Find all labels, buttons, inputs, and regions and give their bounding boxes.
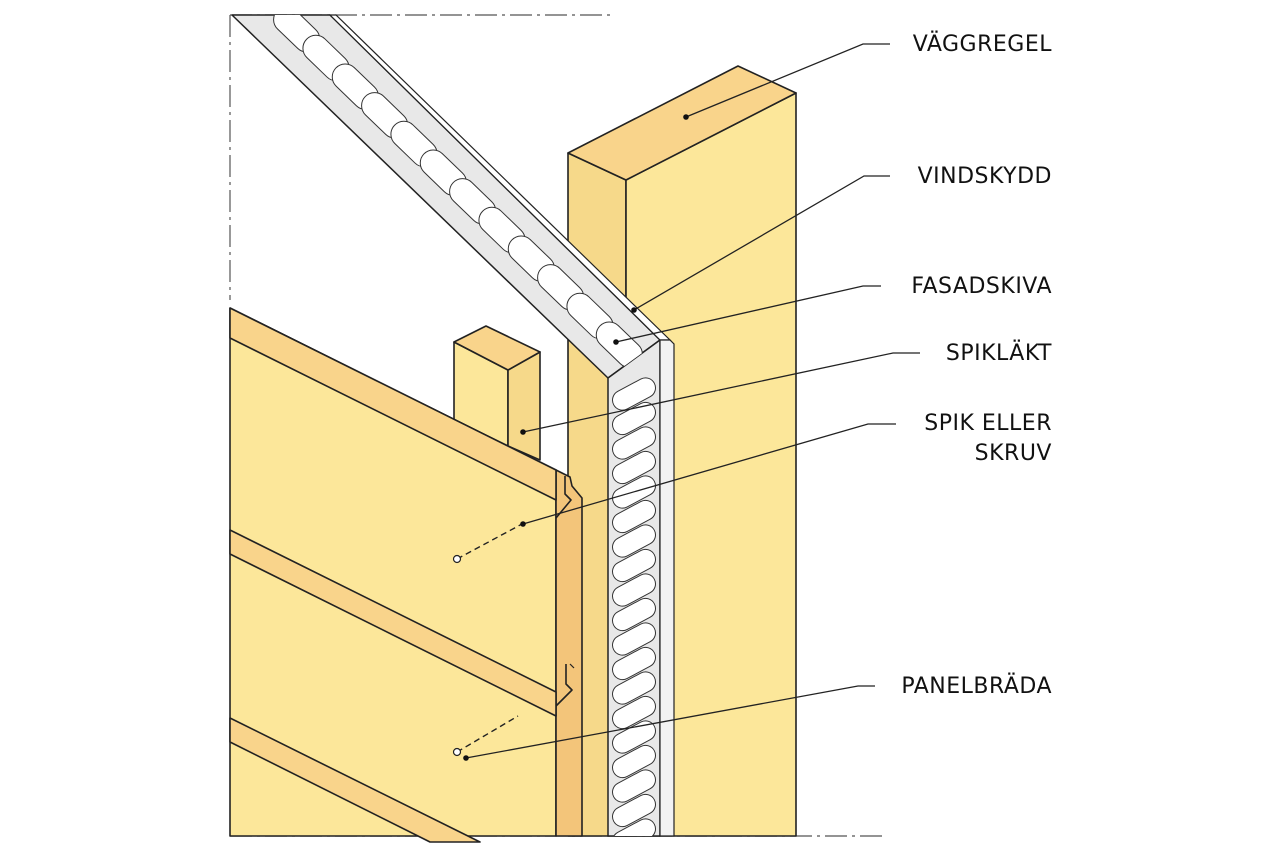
- leader-vaggregel: [685, 43, 890, 118]
- insulation-cell: [612, 426, 656, 460]
- cladding-groove-2: [229, 717, 481, 843]
- tongue-groove-profile-top: [555, 476, 572, 519]
- insulation-cell: [612, 573, 656, 607]
- insulation-cell: [612, 377, 656, 411]
- leader-lines: [465, 43, 920, 759]
- nailing-batten: [453, 325, 541, 461]
- leader-vindskydd: [633, 175, 890, 311]
- leader-dots: [463, 114, 689, 761]
- nail-head-lower: [452, 747, 462, 757]
- cladding-groove-1: [229, 529, 557, 717]
- label-spik-line2: SKRUV: [974, 441, 1052, 466]
- label-panelbrada: PANELBRÄDA: [901, 674, 1052, 699]
- facade-board: [231, 14, 675, 837]
- insulation-cell: [612, 524, 656, 558]
- wind-barrier-vertical: [659, 339, 675, 837]
- insulation-cell: [612, 793, 656, 828]
- wall-stud: [567, 65, 797, 837]
- label-fasadskiva: FASADSKIVA: [911, 274, 1052, 299]
- insulation-cell: [612, 499, 656, 534]
- nail-head-upper: [452, 554, 462, 564]
- label-spik-eller-skruv: SPIK ELLER SKRUV: [924, 409, 1052, 469]
- insulation-cell: [612, 695, 656, 730]
- nail-lower: [456, 715, 519, 753]
- insulation-cell: [612, 622, 656, 656]
- nailing-batten-top: [453, 325, 541, 371]
- nail-upper: [456, 523, 523, 560]
- tongue-groove-profile-mid: [555, 664, 573, 707]
- insulation-cell: [612, 646, 656, 681]
- leader-panelbrada: [465, 685, 875, 759]
- insulation-cell: [612, 818, 656, 836]
- leader-spik: [522, 423, 896, 525]
- label-spik-line1: SPIK ELLER: [924, 411, 1052, 436]
- cladding-panel: [229, 307, 583, 843]
- insulation-cell: [612, 450, 656, 485]
- cladding-top-bevel: [229, 307, 557, 501]
- label-vaggregel: VÄGGREGEL: [912, 32, 1052, 57]
- label-spiklakt: SPIKLÄKT: [945, 341, 1052, 366]
- insulation-cell: [612, 671, 656, 705]
- leader-fasadskiva: [615, 285, 881, 343]
- insulation-cell: [612, 769, 656, 803]
- label-vindskydd: VINDSKYDD: [917, 164, 1052, 189]
- nail-fasteners: [452, 523, 523, 757]
- cladding-panel-edge: [555, 469, 583, 837]
- insulation-cell: [612, 744, 656, 779]
- insulation-cell: [612, 597, 656, 632]
- leader-spiklakt: [522, 352, 920, 433]
- insulation-cell: [612, 548, 656, 583]
